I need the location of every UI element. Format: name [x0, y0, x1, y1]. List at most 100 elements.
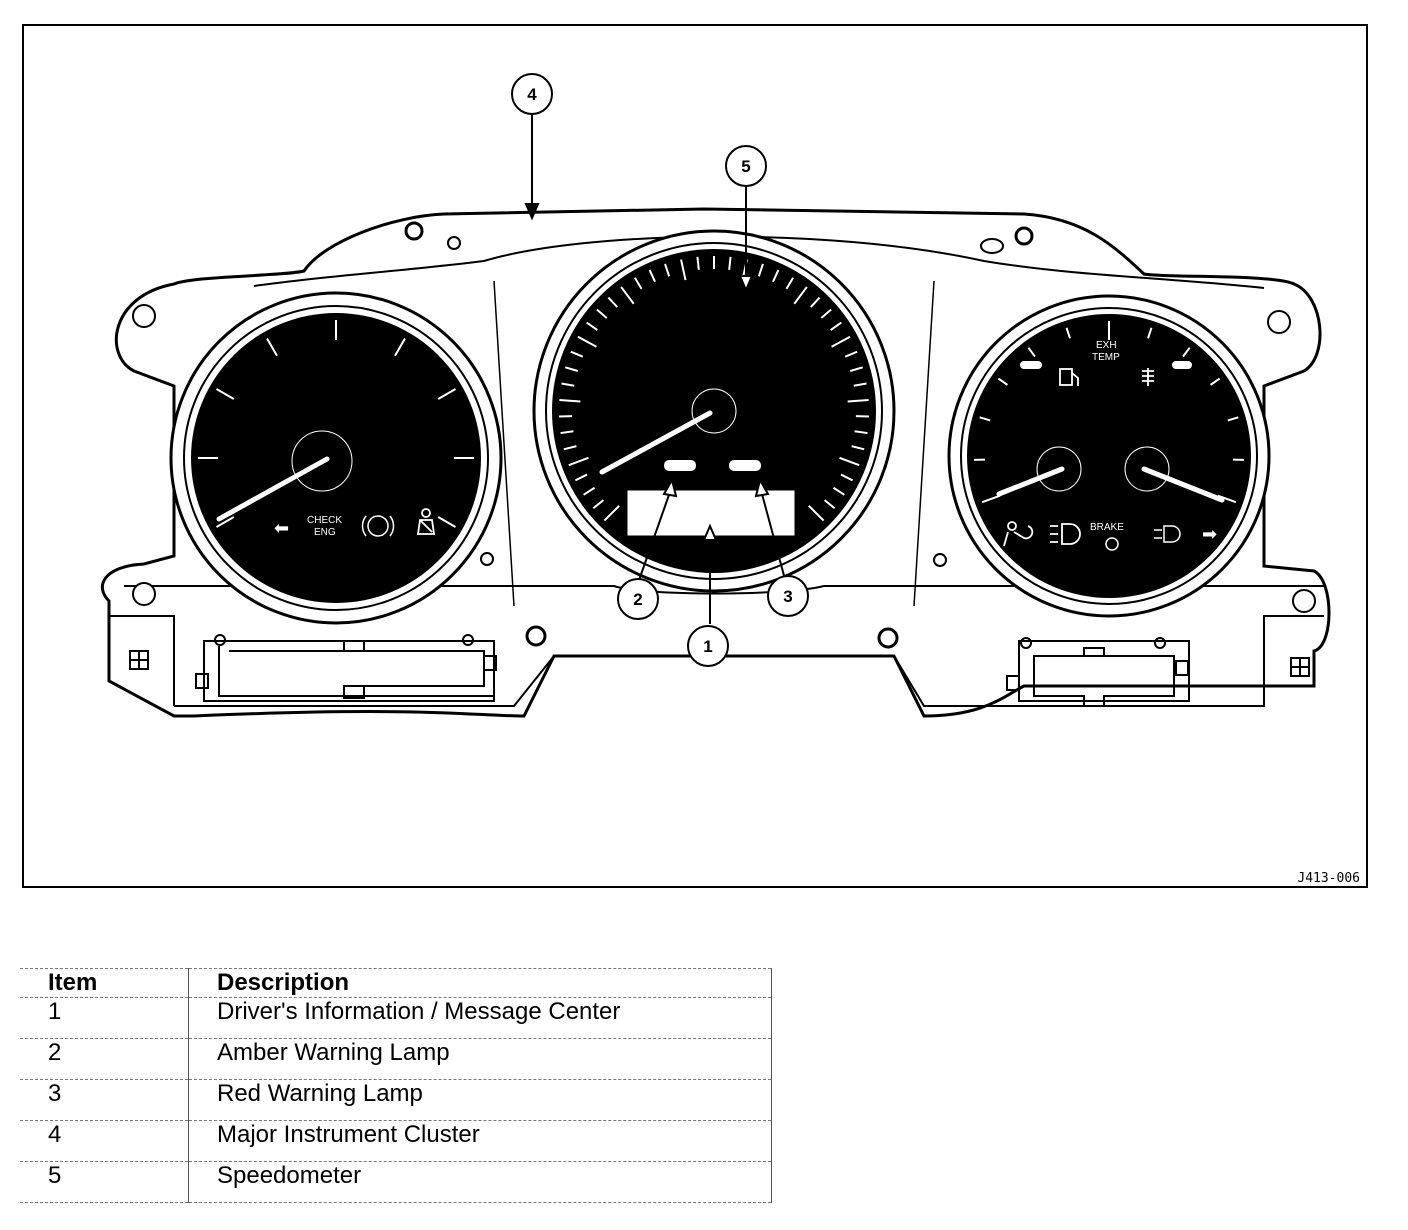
- gauge-tick: [979, 416, 991, 422]
- callout-5: 5: [725, 145, 767, 187]
- fog-lamp-icon: [1154, 525, 1181, 543]
- gauge-tick: [1217, 494, 1237, 504]
- gauge-tick: [830, 321, 842, 331]
- gauge-tick: [854, 430, 868, 435]
- gauge-tick: [853, 382, 867, 387]
- cluster-diagram: ⬅ CHECK ENG: [22, 24, 1368, 888]
- gauge-tick: [808, 505, 825, 522]
- seatbelt-icon: [416, 508, 436, 535]
- gauge-tick: [607, 296, 618, 308]
- table-row: 2 Amber Warning Lamp: [20, 1038, 772, 1080]
- gauge-tick: [696, 256, 700, 270]
- airbag-icon: [1003, 521, 1034, 547]
- mount-hole: [480, 552, 494, 566]
- gauge-tick: [757, 263, 764, 277]
- gauge-tick: [564, 366, 579, 372]
- gauge-tick: [832, 486, 845, 496]
- left-grid-icon: [129, 650, 149, 670]
- gauge-tick: [1182, 347, 1191, 358]
- brake-label: BRAKE: [1090, 522, 1124, 533]
- legend-item-number: 1: [20, 997, 189, 1039]
- check-eng-label-line1: CHECK: [307, 515, 342, 526]
- gauge-tick: [563, 445, 577, 451]
- left-lower-tab: [109, 615, 555, 707]
- svg-text:2: 2: [633, 590, 642, 609]
- figure-id: J413-006: [1297, 871, 1360, 886]
- gauge-tick: [560, 430, 574, 435]
- callout-leaders: [524, 114, 787, 624]
- gauge-tick: [793, 286, 808, 305]
- mount-hole: [132, 582, 156, 606]
- mount-hole: [404, 221, 424, 241]
- legend-item-number: 3: [20, 1079, 189, 1121]
- callout-3: 3: [767, 575, 809, 617]
- mount-hole: [877, 627, 899, 649]
- legend-header-item: Item: [20, 968, 189, 998]
- gauge-tick: [844, 350, 858, 358]
- gauge-tick: [648, 269, 656, 283]
- legend-header-description: Description: [188, 968, 772, 998]
- gauge-tick: [583, 486, 596, 496]
- mount-hole: [132, 304, 156, 328]
- gauge-tick: [266, 337, 278, 357]
- mount-hole: [933, 553, 947, 567]
- table-row: 4 Major Instrument Cluster: [20, 1120, 772, 1162]
- cluster-bezel-line: [493, 280, 935, 607]
- gauge-tick: [831, 335, 851, 348]
- red-warning-lamp: [729, 460, 761, 471]
- gauge-tick: [568, 456, 589, 467]
- legend-item-description: Driver's Information / Message Center: [188, 997, 772, 1039]
- gauge-tick: [680, 259, 687, 281]
- left-connector: [195, 634, 497, 702]
- gauge-tick: [810, 296, 821, 308]
- gauge-tick: [586, 321, 598, 331]
- gauge-tick: [839, 456, 860, 467]
- temp-needle: [1141, 466, 1225, 503]
- combination-gauge: EXH TEMP BRAKE ➡: [947, 294, 1271, 618]
- gauge-tick: [437, 516, 457, 528]
- legend-item-description: Red Warning Lamp: [188, 1079, 772, 1121]
- speedometer: [532, 229, 896, 593]
- fuel-pump-icon: [1059, 368, 1079, 386]
- svg-text:1: 1: [703, 637, 712, 656]
- gauge-tick: [785, 277, 794, 290]
- coolant-temp-icon: [1142, 368, 1154, 386]
- exh-temp-label-line2: TEMP: [1092, 352, 1120, 363]
- gauge-tick: [592, 499, 605, 510]
- legend-item-description: Major Instrument Cluster: [188, 1120, 772, 1162]
- gauge-tick: [840, 473, 854, 482]
- mount-hole: [1014, 226, 1034, 246]
- table-row: 1 Driver's Information / Message Center: [20, 997, 772, 1039]
- gauge-tick: [394, 337, 406, 357]
- legend-item-description: Amber Warning Lamp: [188, 1038, 772, 1080]
- gauge-tick: [215, 388, 235, 400]
- legend-item-number: 4: [20, 1120, 189, 1162]
- gauge-tick: [561, 382, 575, 387]
- gauge-tick: [620, 286, 635, 305]
- gauge-tick: [1147, 327, 1153, 339]
- gauge-tick: [664, 263, 671, 277]
- gauge-tick: [596, 308, 608, 319]
- gauge-tick: [981, 494, 1001, 504]
- tachometer: ⬅ CHECK ENG: [169, 291, 503, 625]
- tach-needle: [216, 456, 330, 522]
- temp-high-lamp: [1172, 361, 1192, 369]
- exh-temp-label-line1: EXH: [1096, 340, 1117, 351]
- amber-warning-lamp: [664, 460, 696, 471]
- mount-hole: [980, 238, 1004, 254]
- turn-right-icon: ➡: [1202, 524, 1217, 545]
- brake-icon: [1105, 537, 1119, 551]
- brake-warning-icon: [361, 515, 395, 537]
- gauge-tick: [1027, 347, 1036, 358]
- svg-text:5: 5: [741, 157, 750, 176]
- gauge-tick: [634, 277, 643, 290]
- gauge-tick: [603, 505, 620, 522]
- gauge-tick: [574, 473, 588, 482]
- legend-header-row: Item Description: [20, 968, 772, 998]
- gauge-tick: [577, 335, 597, 348]
- mount-hole: [1267, 310, 1291, 334]
- gauge-tick: [728, 256, 732, 270]
- fuel-needle: [996, 466, 1065, 497]
- gauge-tick: [559, 398, 581, 403]
- callout-4: 4: [511, 73, 553, 115]
